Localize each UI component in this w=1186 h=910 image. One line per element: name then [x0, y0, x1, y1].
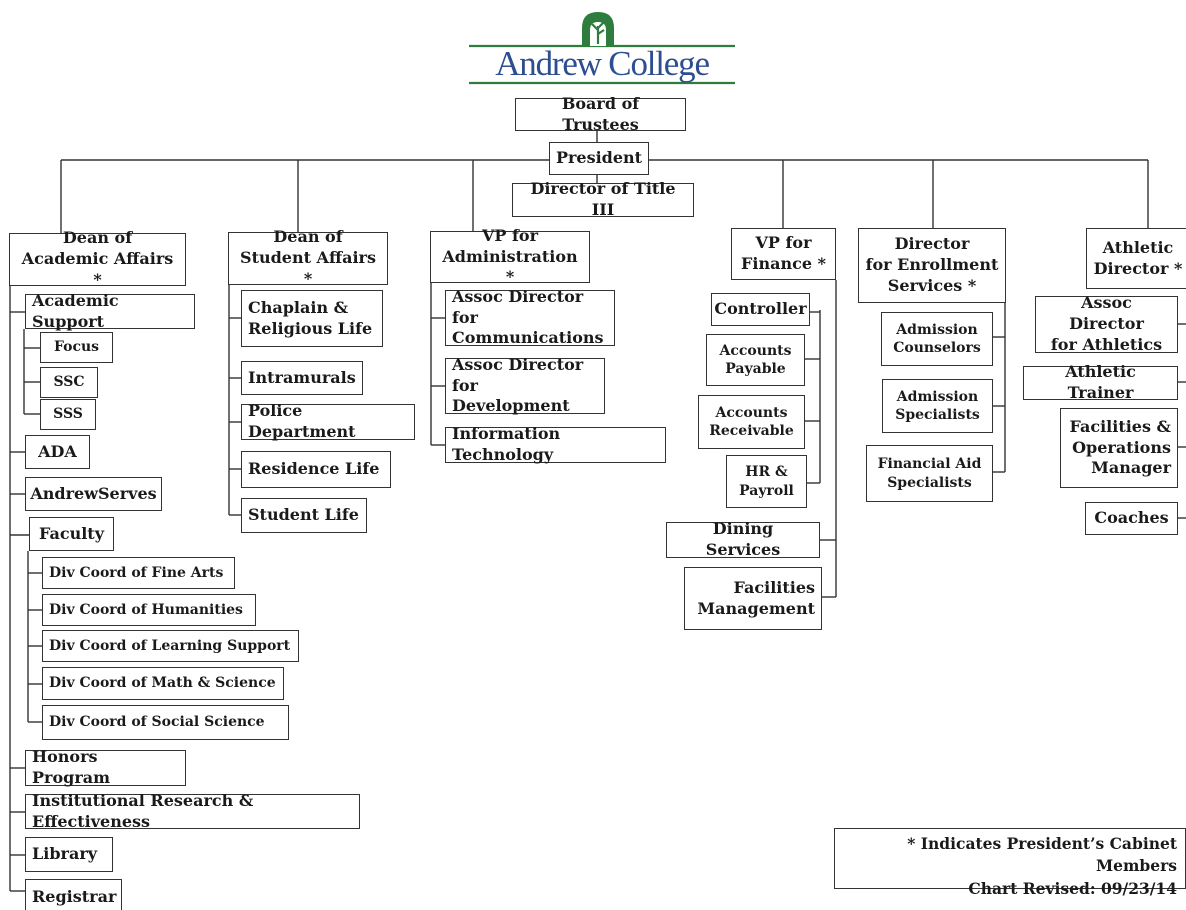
- residence-life-box: Residence Life: [241, 451, 391, 488]
- chart-revised-text: Chart Revised: 09/23/14: [968, 878, 1177, 898]
- assoc-director-athletics-box: Assoc Director for Athletics: [1035, 293, 1178, 354]
- president-box: President: [549, 142, 649, 175]
- accounts-receivable-box: Accounts Receivable: [698, 395, 805, 449]
- faculty-box: Faculty: [29, 517, 114, 551]
- dean-academic-affairs-box: Dean of Academic Affairs *: [9, 228, 186, 289]
- dining-services-box: Dining Services: [666, 519, 820, 559]
- college-logo-wordmark: Andrew College: [495, 44, 710, 83]
- controller-box: Controller: [711, 293, 810, 326]
- ssc-box: SSC: [40, 367, 98, 398]
- accounts-payable-box: Accounts Payable: [706, 334, 805, 386]
- assoc-director-development-box: Assoc Director for Development: [445, 355, 605, 415]
- academic-support-box: Academic Support: [25, 291, 195, 331]
- intramurals-box: Intramurals: [241, 361, 363, 395]
- student-life-box: Student Life: [241, 498, 367, 533]
- honors-program-box: Honors Program: [25, 747, 186, 787]
- athletic-director-box: Athletic Director *: [1086, 228, 1186, 289]
- chaplain-box: Chaplain & Religious Life: [241, 290, 383, 347]
- title-iii-box: Director of Title III: [512, 179, 694, 219]
- athletic-trainer-box: Athletic Trainer: [1023, 362, 1178, 402]
- focus-box: Focus: [40, 332, 113, 363]
- facilities-management-box: Facilities Management: [684, 567, 822, 630]
- ada-box: ADA: [25, 435, 90, 469]
- director-enrollment-box: Director for Enrollment Services *: [858, 228, 1006, 303]
- vp-administration-box: VP for Administration *: [430, 226, 590, 286]
- div-coord-fine-arts-box: Div Coord of Fine Arts: [42, 557, 235, 589]
- coaches-box: Coaches: [1085, 502, 1178, 535]
- information-technology-box: Information Technology: [445, 424, 666, 464]
- legend-note: * Indicates President’s Cabinet Members …: [834, 828, 1186, 898]
- div-coord-math-science-box: Div Coord of Math & Science: [42, 667, 284, 700]
- board-of-trustees-box: Board of Trustees: [515, 94, 686, 134]
- facilities-operations-manager-box: Facilities & Operations Manager: [1060, 408, 1178, 488]
- police-department-box: Police Department: [241, 401, 415, 441]
- div-coord-social-science-box: Div Coord of Social Science: [42, 705, 289, 740]
- admission-specialists-box: Admission Specialists: [882, 379, 993, 433]
- logo-emblem: [469, 12, 735, 85]
- registrar-box: Registrar: [25, 879, 122, 910]
- andrewserves-box: AndrewServes: [25, 477, 162, 511]
- admission-counselors-box: Admission Counselors: [881, 312, 993, 366]
- div-coord-humanities-box: Div Coord of Humanities: [42, 594, 256, 626]
- dean-student-affairs-box: Dean of Student Affairs *: [228, 227, 388, 288]
- sss-box: SSS: [40, 399, 96, 430]
- financial-aid-specialists-box: Financial Aid Specialists: [866, 445, 993, 502]
- hr-payroll-box: HR & Payroll: [726, 455, 807, 508]
- cabinet-legend-text: * Indicates President’s Cabinet Members: [907, 834, 1177, 876]
- institutional-research-box: Institutional Research & Effectiveness: [25, 791, 360, 831]
- library-box: Library: [25, 837, 113, 872]
- assoc-director-communications-box: Assoc Director for Communications: [445, 287, 615, 347]
- vp-finance-box: VP for Finance *: [731, 228, 836, 280]
- div-coord-learning-support-box: Div Coord of Learning Support: [42, 630, 299, 662]
